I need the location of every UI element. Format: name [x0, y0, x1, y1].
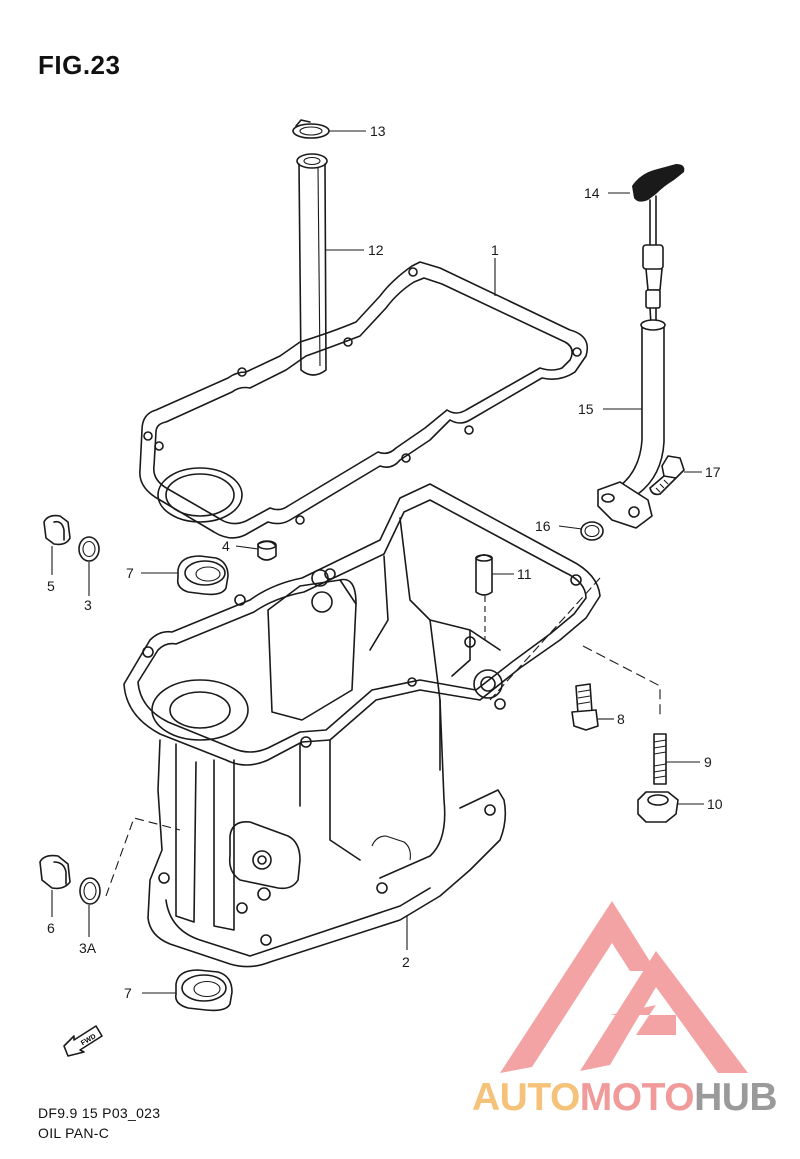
watermark-auto: AUTO: [472, 1076, 580, 1119]
oil-pan[interactable]: [123, 483, 601, 968]
leader-lines: [51, 130, 704, 994]
oil-level-gauge[interactable]: [632, 164, 685, 326]
oil-level-guide[interactable]: [597, 319, 666, 529]
gasket-lower[interactable]: [79, 877, 101, 905]
bolt[interactable]: [571, 683, 599, 731]
callout-11[interactable]: 11: [517, 566, 532, 582]
callout-8[interactable]: 8: [617, 711, 625, 727]
oil-pan-gasket[interactable]: [139, 261, 589, 539]
plug[interactable]: [257, 540, 277, 561]
callout-16[interactable]: 16: [535, 518, 551, 534]
callout-7-upper[interactable]: 7: [126, 565, 134, 581]
drain-plug-lower[interactable]: [39, 854, 71, 890]
callout-6[interactable]: 6: [47, 920, 55, 936]
oil-seal-lower[interactable]: [174, 969, 233, 1012]
callout-13[interactable]: 13: [370, 123, 386, 139]
gasket[interactable]: [78, 536, 100, 562]
fwd-arrow-icon: FWD: [63, 1025, 103, 1057]
watermark-text: AUTOMOTOHUB: [472, 1076, 778, 1120]
stud[interactable]: [653, 733, 667, 785]
callout-7-lower[interactable]: 7: [124, 985, 132, 1001]
watermark-hub: HUB: [694, 1076, 778, 1119]
callout-12[interactable]: 12: [368, 242, 384, 258]
nut[interactable]: [637, 791, 679, 823]
callout-labels: 13 12 1 14 15 17 16 4 7 5 3 11 8 9 10 6 …: [47, 123, 723, 1001]
callout-5[interactable]: 5: [47, 578, 55, 594]
drain-plug[interactable]: [43, 514, 71, 546]
figure-code: DF9.9 15 P03_023: [38, 1105, 161, 1121]
callout-3a[interactable]: 3A: [79, 940, 97, 956]
callout-9[interactable]: 9: [704, 754, 712, 770]
callout-3[interactable]: 3: [84, 597, 92, 613]
drain-tube[interactable]: [296, 153, 328, 376]
o-ring[interactable]: [580, 521, 604, 541]
hose-clip[interactable]: [292, 119, 330, 139]
callout-14[interactable]: 14: [584, 185, 600, 201]
figure-name: OIL PAN-C: [38, 1125, 110, 1141]
callout-4[interactable]: 4: [222, 538, 230, 554]
callout-2[interactable]: 2: [402, 954, 410, 970]
callout-10[interactable]: 10: [707, 796, 723, 812]
guide-bolt[interactable]: [649, 455, 685, 496]
callout-17[interactable]: 17: [705, 464, 721, 480]
dowel-pin[interactable]: [475, 554, 493, 596]
figure-footer: DF9.9 15 P03_023 OIL PAN-C: [38, 1103, 160, 1143]
callout-1[interactable]: 1: [491, 242, 499, 258]
oil-seal-upper[interactable]: [176, 555, 229, 596]
callout-15[interactable]: 15: [578, 401, 594, 417]
figure-title: FIG.23: [38, 50, 121, 80]
watermark-logo-icon: [500, 901, 748, 1073]
watermark-moto: MOTO: [579, 1076, 695, 1119]
